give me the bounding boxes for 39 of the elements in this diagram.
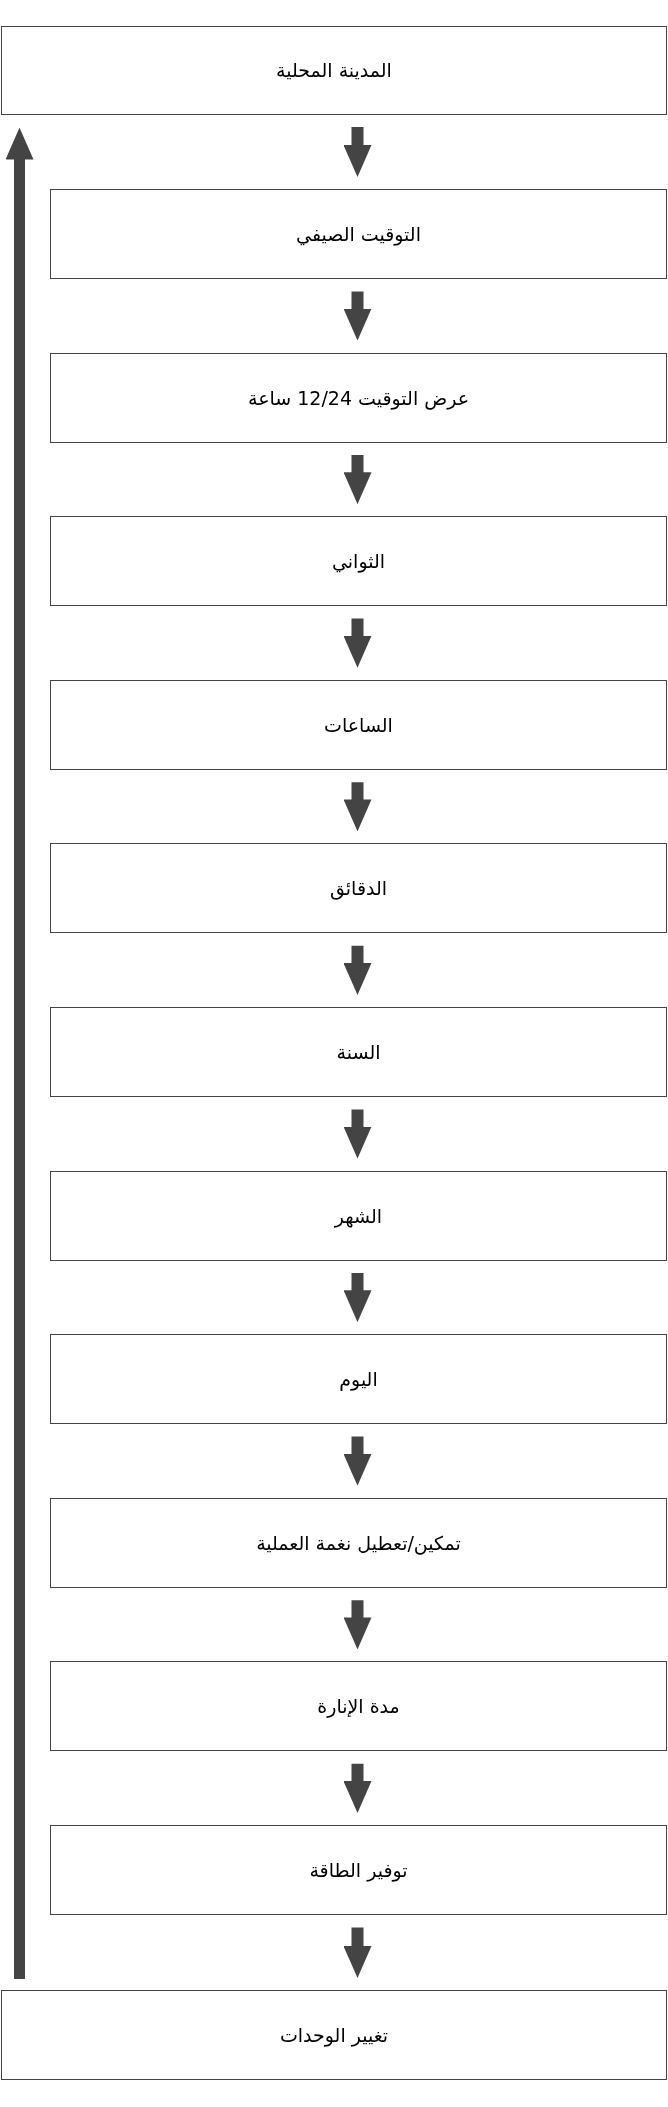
process-box: [50, 1497, 667, 1588]
process-box: [50, 516, 667, 607]
arrow: [343, 291, 372, 341]
process-box: [50, 1007, 667, 1097]
arrow: [343, 782, 372, 832]
process-box: [50, 189, 667, 279]
arrow: [343, 1436, 372, 1486]
arrow: [343, 1600, 372, 1650]
arrow: [343, 1273, 372, 1323]
process-box: [50, 843, 667, 934]
box-label: توفير الطاقة: [309, 1859, 408, 1881]
arrow: [343, 1927, 372, 1978]
box-label: تمكين/تعطيل نغمة العملية: [256, 1531, 461, 1554]
box-label: الدقائق: [329, 877, 387, 900]
process-box: [50, 1334, 667, 1425]
process-box: [50, 1825, 667, 1915]
process-box: [50, 679, 667, 770]
process-box: [1, 1990, 667, 2080]
process-box: [1, 25, 667, 115]
process-box: [50, 352, 667, 443]
box-label: المدينة المحلية: [276, 59, 392, 82]
process-box: [50, 1661, 667, 1752]
arrow: [5, 127, 34, 1979]
box-label: السنة: [336, 1041, 381, 1063]
box-label: الثواني: [332, 550, 385, 573]
box-label: مدة الإنارة: [317, 1695, 400, 1718]
arrow: [343, 945, 372, 995]
arrow: [343, 618, 372, 668]
arrow: [343, 455, 372, 505]
arrow: [343, 1109, 372, 1159]
process-box: [50, 1170, 667, 1261]
box-label: الشهر: [334, 1204, 383, 1227]
box-label: اليوم: [339, 1368, 378, 1391]
box-label: الساعات: [324, 713, 393, 736]
arrow: [343, 127, 372, 177]
box-label: عرض التوقيت 12/24 ساعة: [248, 386, 469, 409]
box-label: التوقيت الصيفي: [296, 223, 421, 245]
arrow: [343, 1763, 372, 1813]
box-label: تغيير الوحدات: [279, 2024, 389, 2046]
